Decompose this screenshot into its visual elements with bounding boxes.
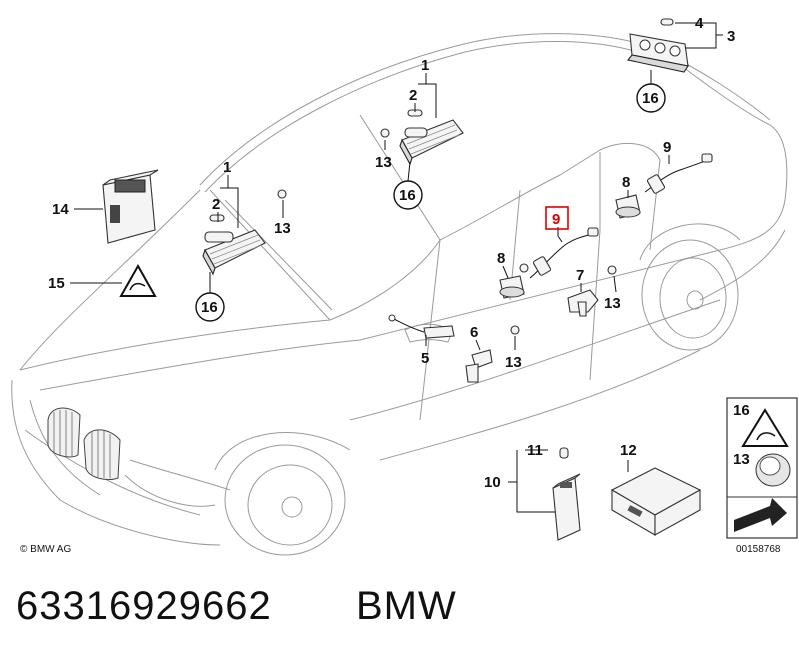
callout-13-right: 13 [604,295,621,312]
callout-12: 12 [620,442,637,459]
callout-16-rear: 16 [642,90,659,107]
part-number: 63316929662 [16,584,272,628]
interior-lamp-front [202,214,266,276]
legend-panel [726,397,798,539]
callout-8-front: 8 [497,250,505,267]
callout-4: 4 [695,15,704,32]
callout-14: 14 [52,201,69,218]
interior-lamp-rear [399,109,464,166]
assortment-box-part [610,467,702,536]
callout-3: 3 [727,28,735,45]
callout-1-left: 1 [223,159,231,176]
callout-7: 7 [576,267,584,284]
callout-9-front[interactable]: 9 [552,211,560,228]
callout-16-upper: 16 [399,187,416,204]
door-handle-light [388,314,455,339]
rear-reading-lamp [627,18,689,73]
reference-number: 00158768 [736,544,781,555]
callout-11: 11 [527,442,543,459]
parts-diagram: 1 2 1 2 4 3 16 16 16 14 15 13 13 13 13 5… [11,15,798,556]
callout-8-rear: 8 [622,174,630,191]
wiring-harness-rear [644,153,713,194]
copyright-label: © BMW AG [20,544,71,555]
callout-5: 5 [421,350,429,367]
callout-13-left: 13 [274,220,291,237]
callout-1-upper: 1 [421,57,429,74]
callout-2-left: 2 [212,196,220,213]
legend-label-16: 16 [733,402,750,419]
legend-label-13: 13 [733,451,750,468]
callout-9-highlighted[interactable]: 9 [545,206,569,230]
door-light-socket [465,349,493,383]
car-body-outline [11,33,788,556]
callout-6: 6 [470,324,478,341]
kidney-grille [47,407,121,481]
door-lamp-rear [615,194,641,219]
callout-2-upper: 2 [409,87,417,104]
callout-13-upper: 13 [375,154,392,171]
callout-15: 15 [48,275,65,292]
screw-parts [277,128,617,335]
callout-13-door: 13 [505,354,522,371]
callout-16-left: 16 [201,299,218,316]
brand-name: BMW [356,584,457,628]
door-lamp-front [499,275,525,299]
callout-leaders [70,22,723,513]
callout-labels: 1 2 1 2 4 3 16 16 16 14 15 13 13 13 13 5… [48,15,735,491]
door-lamp-housing [567,289,599,317]
wiring-harness-front [529,227,599,279]
warning-triangle-icon [119,263,157,297]
callout-10: 10 [484,474,501,491]
callout-9-rear: 9 [663,139,671,156]
storage-box-part [102,169,159,244]
control-module-part [552,447,581,541]
